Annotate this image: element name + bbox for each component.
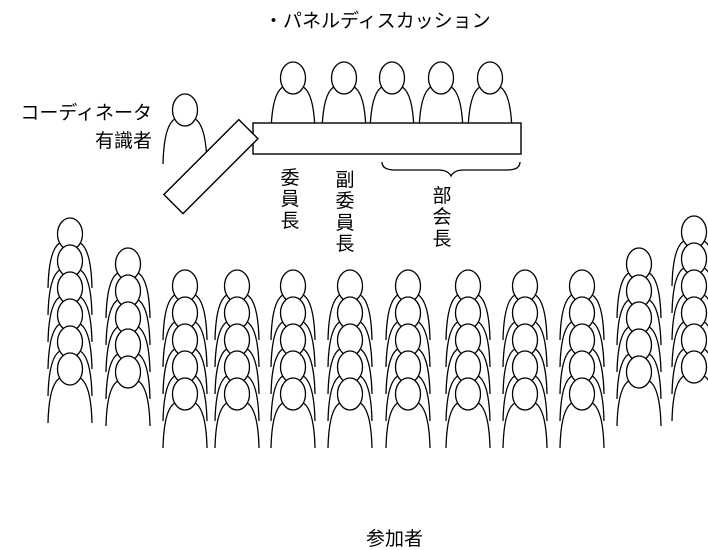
audience-figure <box>270 377 316 449</box>
vice-chair-label: 副委員長 <box>335 169 355 255</box>
panelist-figure <box>467 61 513 133</box>
coordinator-figure <box>162 93 208 165</box>
people <box>47 61 708 449</box>
panelist-figure <box>369 61 415 133</box>
audience-figure <box>671 350 708 422</box>
panel-table <box>252 122 522 155</box>
audience-figure <box>105 355 151 427</box>
diagram-title: ・パネルディスカッション <box>264 10 491 32</box>
panelist-figure <box>270 61 316 133</box>
panelist-figure <box>321 61 367 133</box>
coordinator-label: コーディネータ <box>20 102 152 124</box>
expert-label: 有識者 <box>94 130 152 152</box>
audience-figure <box>502 377 548 449</box>
audience-figure <box>616 355 662 427</box>
audience-figure <box>162 377 208 449</box>
audience-figure <box>214 377 260 449</box>
division-heads-label: 部会長 <box>432 185 452 250</box>
audience-figure <box>385 377 431 449</box>
audience-figure <box>445 377 491 449</box>
audience-figure <box>47 352 93 424</box>
audience-label: 参加者 <box>366 528 424 550</box>
chair-label: 委員長 <box>280 167 300 232</box>
panelist-figure <box>418 61 464 133</box>
audience-figure <box>327 377 373 449</box>
audience-figure <box>559 377 605 449</box>
division-heads-brace <box>381 161 521 178</box>
coordinator-table <box>162 118 259 215</box>
